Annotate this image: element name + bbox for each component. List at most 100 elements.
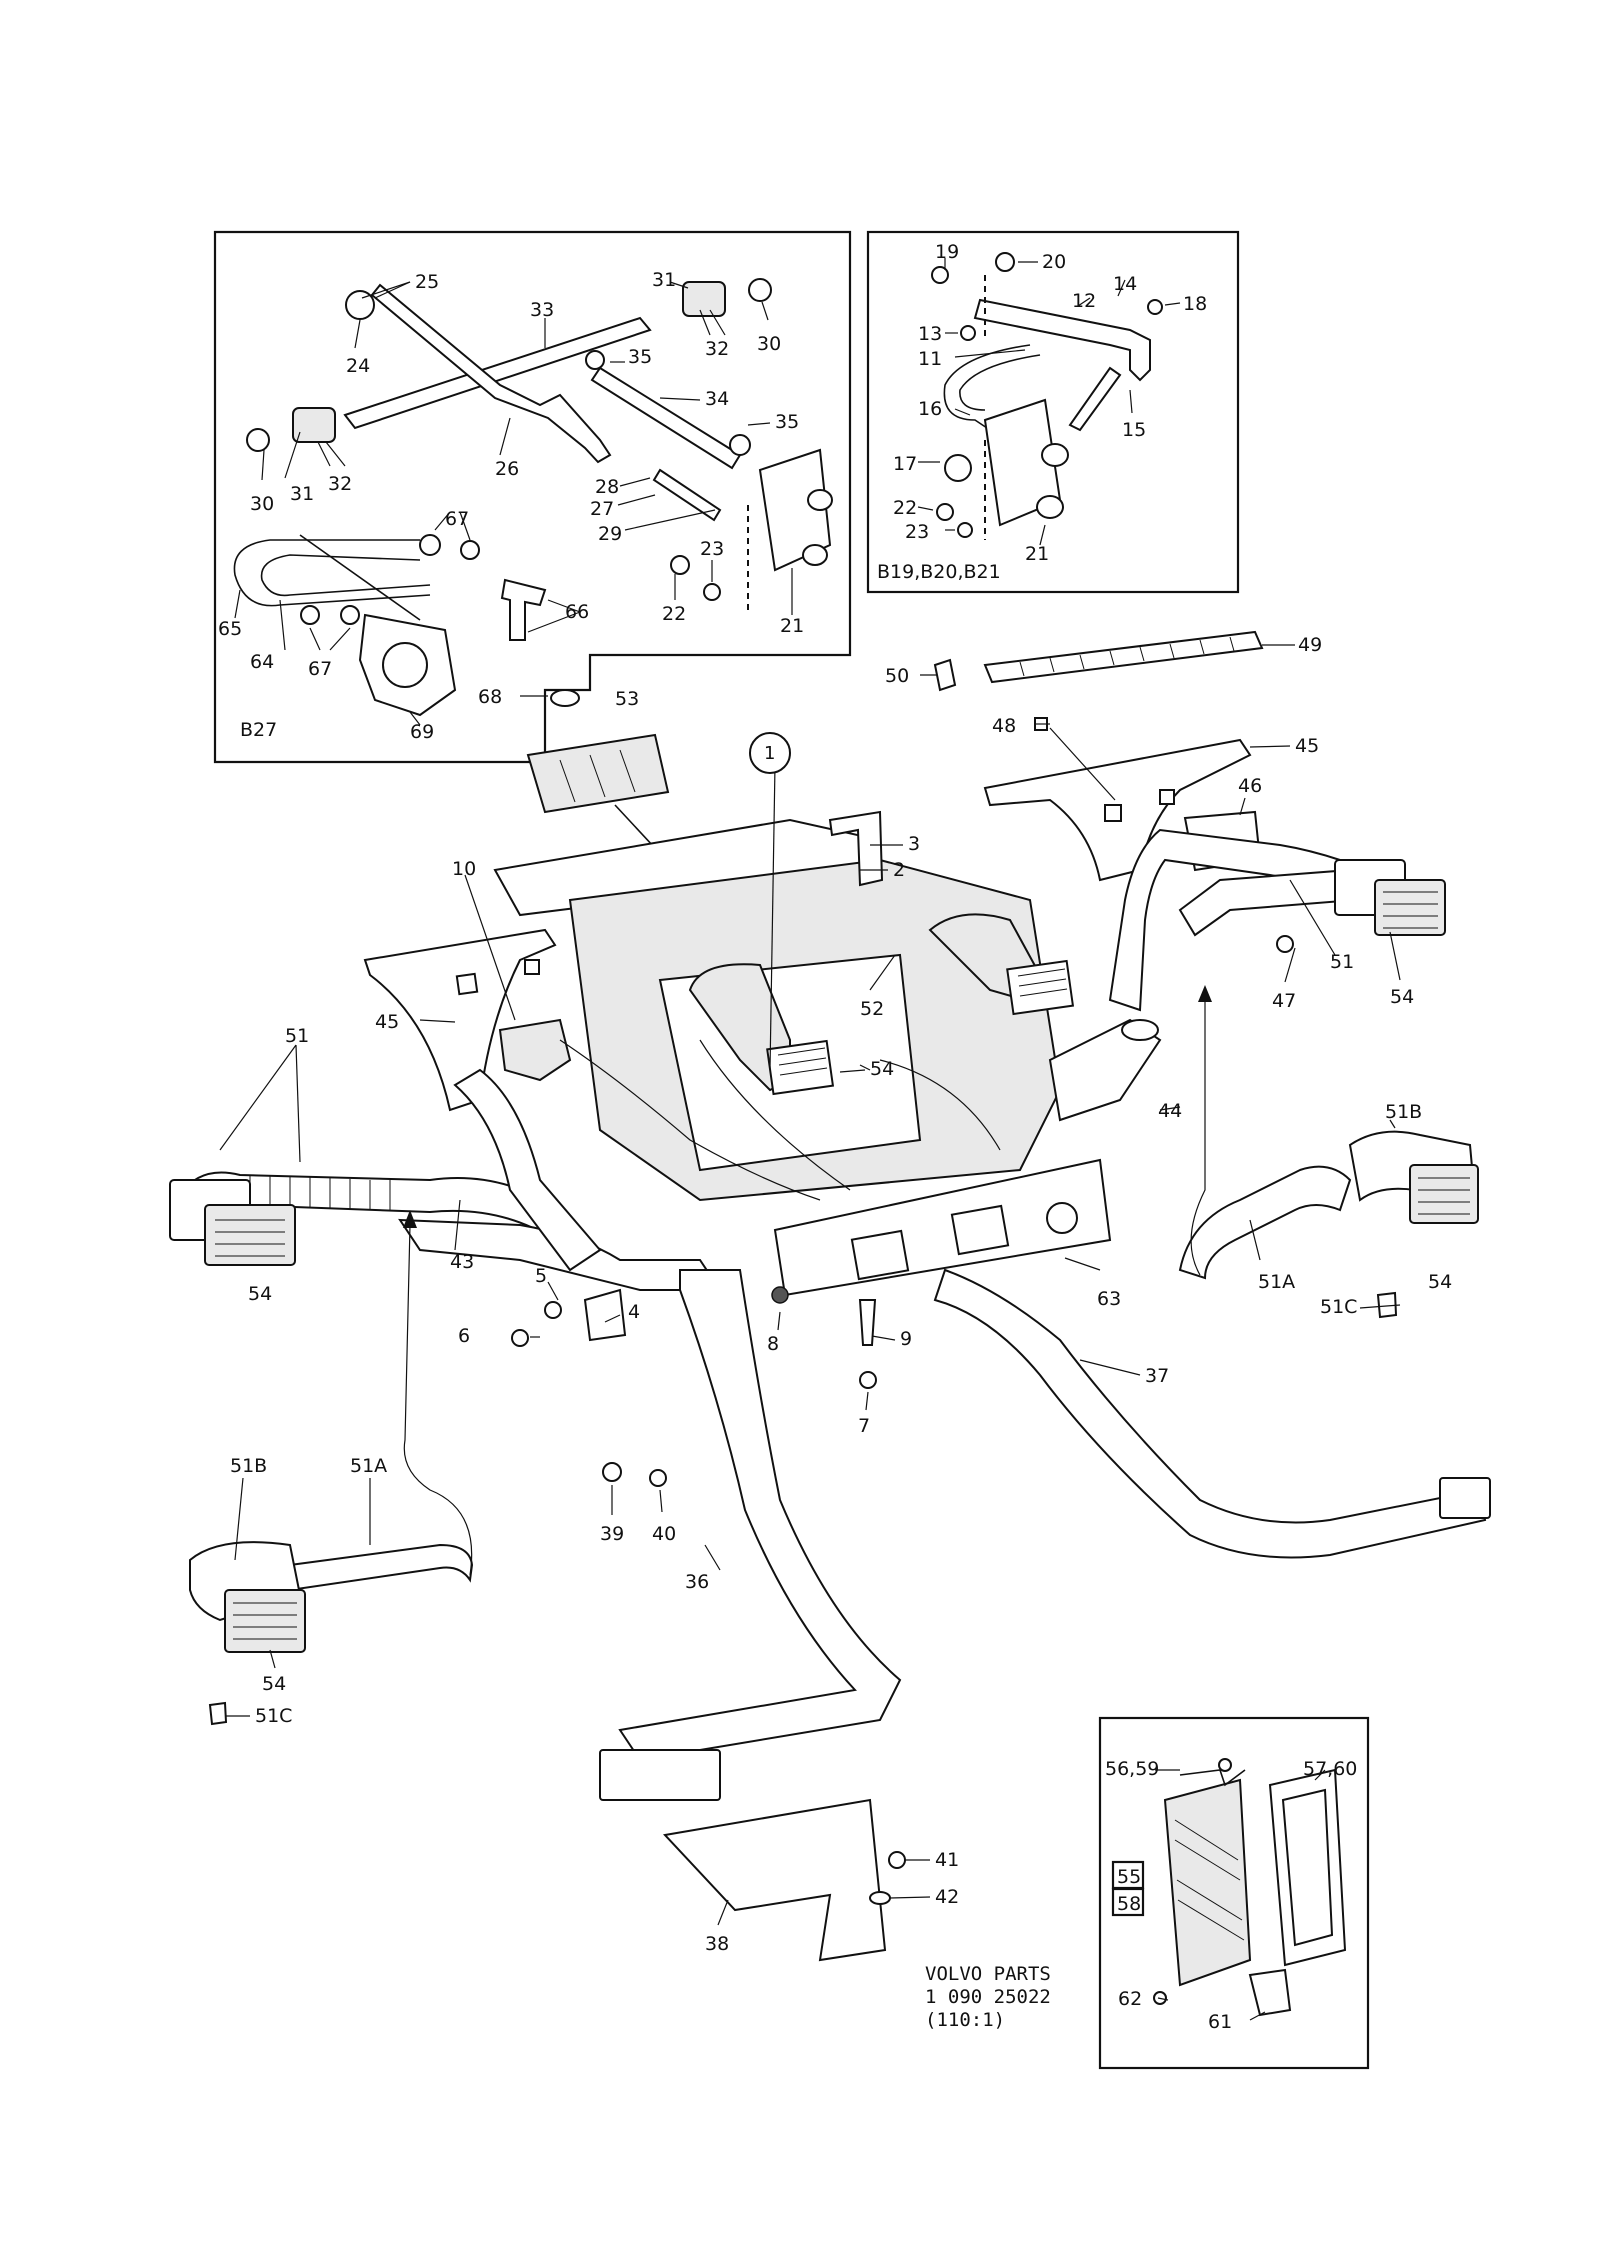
callout-21-b19: 21 [1025, 543, 1049, 565]
hose-15 [1068, 366, 1122, 432]
control-slot-left [850, 1229, 910, 1281]
callout-19: 19 [935, 241, 959, 263]
callout-11: 11 [918, 348, 942, 370]
floor-outlet-36 [599, 1749, 721, 1801]
control-slot-mid [950, 1204, 1010, 1256]
arrow-right-head [1198, 985, 1212, 1002]
callout-68: 68 [478, 686, 502, 708]
callout-51B-left: 51B [230, 1455, 267, 1477]
fan-motor-10 [498, 1018, 572, 1082]
callout-10: 10 [452, 858, 476, 880]
center-outlet-54-right [1006, 959, 1075, 1016]
clamp-25 [345, 290, 375, 320]
callout-69: 69 [410, 721, 434, 743]
screw-41 [888, 1851, 906, 1869]
outlet-hatch-center [777, 968, 1068, 1076]
box-58 [1111, 1887, 1145, 1917]
outlet-54-right [1374, 879, 1446, 936]
screw-7 [859, 1371, 877, 1389]
hose-51A-left [289, 1543, 474, 1592]
control-knob [1046, 1202, 1078, 1234]
callout-51-left: 51 [285, 1025, 309, 1047]
callout-8: 8 [767, 1333, 779, 1355]
callout-36: 36 [685, 1571, 709, 1593]
grille-49-slots [1019, 636, 1235, 677]
callout-44: 44 [1158, 1100, 1182, 1122]
outlet-body-55 [1163, 1778, 1252, 1987]
hose-64b [299, 534, 421, 621]
outlet-54-left-lower [224, 1589, 306, 1653]
duct-44 [1048, 1018, 1162, 1122]
core-pipe-upper-b19 [1041, 443, 1069, 467]
hose-51-right [1108, 828, 1342, 1012]
hose-left-vertical [453, 1068, 602, 1272]
callout-15: 15 [1122, 419, 1146, 441]
callout-6: 6 [458, 1325, 470, 1347]
callout-45-right: 45 [1295, 735, 1319, 757]
callout-67-lower: 67 [308, 658, 332, 680]
heater-assembly [169, 738, 1491, 1962]
callout-63: 63 [1097, 1288, 1121, 1310]
arrow-left-head [403, 1210, 417, 1228]
callout-51B-right: 51B [1385, 1101, 1422, 1123]
callout-17: 17 [893, 453, 917, 475]
callout-54-left: 54 [248, 1283, 272, 1305]
callout-24: 24 [346, 355, 370, 377]
callout-61: 61 [1208, 2011, 1232, 2033]
callout-48: 48 [992, 715, 1016, 737]
inset-b19-b20-b21 [866, 230, 1240, 594]
outlet-54-right-hatch [1383, 891, 1438, 929]
pipe-27 [652, 468, 722, 522]
washer-23-b19 [957, 522, 973, 538]
callout-64: 64 [250, 651, 274, 673]
heater-core-21-b27 [758, 448, 832, 572]
arrow-line-left [403, 1224, 473, 1576]
callout-labels: 25 24 33 31 32 30 35 34 35 26 31 32 30 2… [218, 241, 1452, 2033]
grille-53 [526, 733, 670, 814]
callout-28: 28 [595, 476, 619, 498]
callout-18: 18 [1183, 293, 1207, 315]
inset-b19-frame [866, 230, 1240, 594]
callout-22-b19: 22 [893, 497, 917, 519]
callout-7: 7 [858, 1415, 870, 1437]
outlet-54-right-lower [1409, 1164, 1479, 1224]
bolt-9 [858, 1299, 877, 1346]
bracket-38 [663, 1798, 887, 1962]
callout-30-right: 30 [757, 333, 781, 355]
duct-44-ring [1121, 1019, 1159, 1041]
callout-56-59: 56,59 [1105, 1758, 1159, 1780]
hose-51A-right [1178, 1165, 1352, 1280]
callout-54-right-lower: 54 [1428, 1271, 1452, 1293]
bolt-8 [771, 1286, 789, 1304]
pipe-33 [343, 316, 652, 430]
washer-42 [869, 1891, 891, 1905]
callout-37: 37 [1145, 1365, 1169, 1387]
callout-66: 66 [565, 601, 589, 623]
callout-2: 2 [893, 859, 905, 881]
callout-54-left-lower: 54 [262, 1673, 286, 1695]
screw-6 [511, 1329, 529, 1347]
clamp-67d [340, 605, 360, 625]
callout-26: 26 [495, 458, 519, 480]
spring-56 [1179, 1769, 1246, 1787]
hose-16b [959, 354, 1041, 411]
callout-45-left: 45 [375, 1011, 399, 1033]
bracket-3 [828, 810, 884, 887]
inset-label-b27: B27 [240, 719, 277, 741]
inset-outlet-frame [1098, 1716, 1370, 2070]
vent-45-left-square2 [524, 959, 540, 975]
callout-40: 40 [652, 1523, 676, 1545]
callout-55: 55 [1117, 1866, 1141, 1888]
core-pipe-lower-b19 [1036, 495, 1064, 519]
clamp-67a [419, 534, 441, 556]
outlet-body-hatch [1174, 1819, 1245, 1941]
callout-51A-left: 51A [350, 1455, 387, 1477]
callout-57-60: 57,60 [1303, 1758, 1357, 1780]
bracket-4 [583, 1288, 627, 1342]
clamp-35-upper [585, 350, 605, 370]
nipple-30-left [246, 428, 270, 452]
callout-53: 53 [615, 688, 639, 710]
callout-62: 62 [1118, 1988, 1142, 2010]
t-piece-66 [500, 578, 547, 641]
callout-29: 29 [598, 523, 622, 545]
